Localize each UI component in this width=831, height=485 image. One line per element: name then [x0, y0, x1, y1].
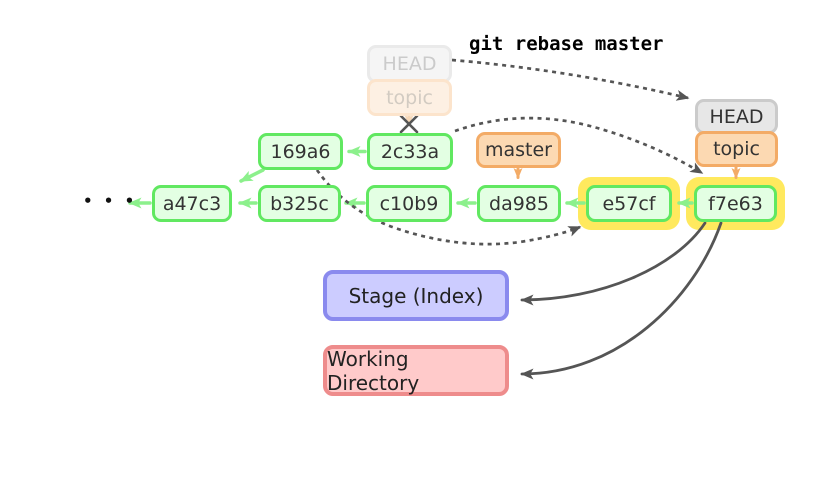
stage-index-box: Stage (Index)	[323, 270, 509, 321]
commit-c10b9: c10b9	[366, 185, 452, 222]
new-topic-label: topic	[695, 131, 778, 167]
commit-b325c: b325c	[258, 185, 341, 222]
new-head-label: HEAD	[695, 99, 778, 134]
commit-f7e63: f7e63	[694, 185, 777, 222]
edge-169a6-to-a47c3	[239, 168, 265, 183]
detach-x-mark	[399, 114, 419, 134]
old-topic-label: topic	[367, 79, 452, 116]
working-directory-box: Working Directory	[323, 345, 509, 396]
commit-da985: da985	[477, 185, 561, 222]
dotted-old-head-to-new-head	[451, 58, 690, 101]
dotted-2c33a-to-f7e63	[454, 116, 704, 175]
arrow-f7e63-to-working-directory	[520, 221, 723, 380]
commit-e57cf: e57cf	[586, 185, 672, 222]
dotted-169a6-to-e57cf	[315, 169, 582, 246]
history-ellipsis: • • •	[83, 192, 138, 210]
master-branch-label: master	[476, 132, 561, 168]
old-head-label: HEAD	[367, 45, 452, 83]
command-text: git rebase master	[469, 33, 664, 55]
commit-169a6: 169a6	[258, 133, 343, 170]
arrow-f7e63-to-stage	[520, 221, 707, 306]
commit-2c33a: 2c33a	[367, 133, 453, 170]
commit-a47c3: a47c3	[152, 185, 232, 222]
